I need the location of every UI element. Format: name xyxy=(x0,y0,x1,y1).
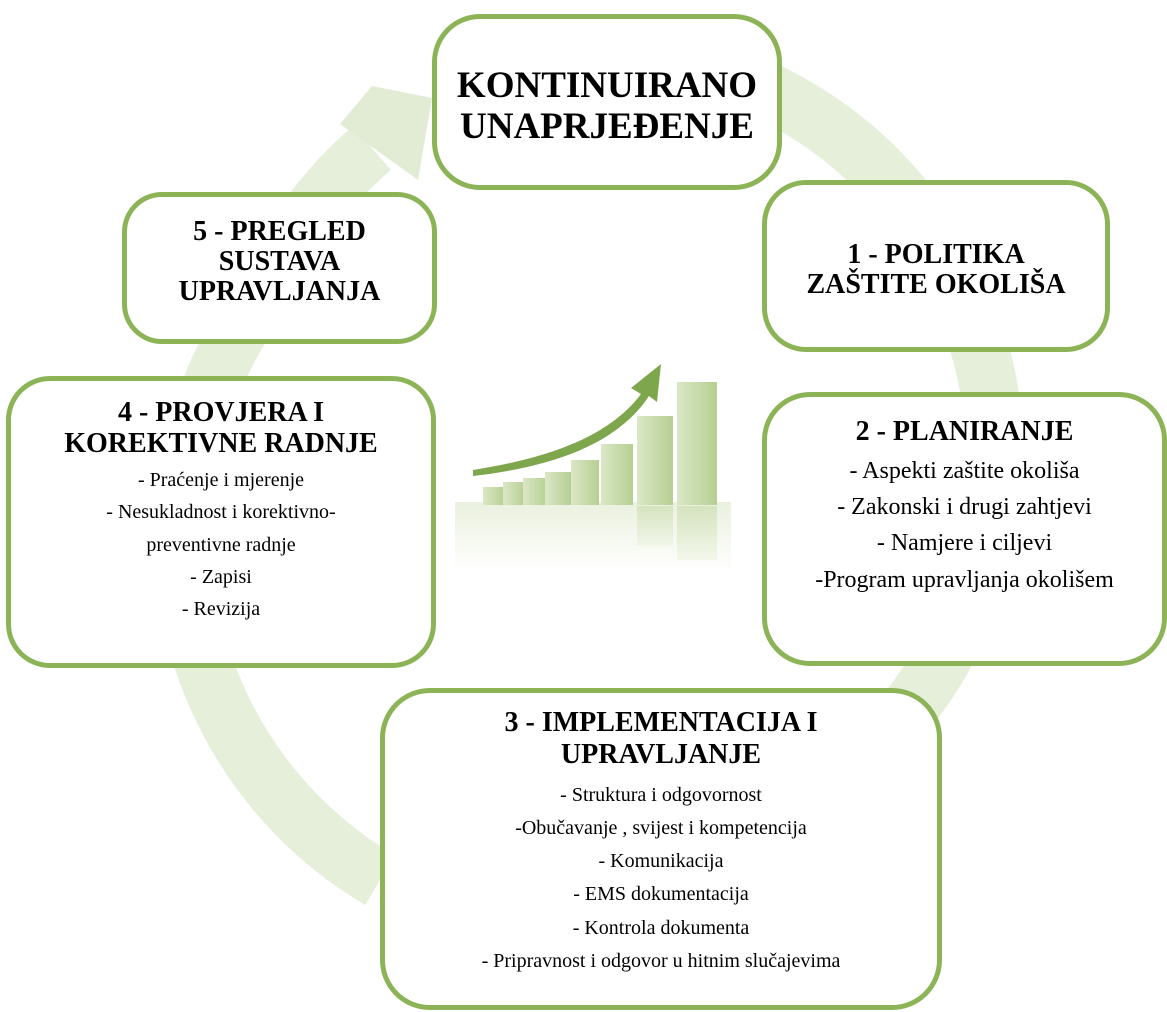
cycle-arrowhead xyxy=(340,86,432,180)
title-line: 5 - PREGLED xyxy=(193,216,366,247)
list-item: - Nesukladnost i korektivno- xyxy=(106,501,336,524)
list-item: - Zapisi xyxy=(190,565,252,588)
list-item: preventivne radnje xyxy=(146,533,296,556)
continuous-improvement-box: KONTINUIRANO UNAPRJEĐENJE xyxy=(432,14,782,190)
list-item: - Revizija xyxy=(181,598,261,621)
growth-arrow-icon xyxy=(473,364,661,476)
bar xyxy=(571,460,599,505)
step-3-list: - Struktura i odgovornost -Obučavanje , … xyxy=(385,779,937,978)
list-item: - Praćenje i mjerenje xyxy=(137,468,305,491)
continuous-improvement-title: KONTINUIRANO UNAPRJEĐENJE xyxy=(437,19,777,147)
step-3-implementation-box: 3 - IMPLEMENTACIJA I UPRAVLJANJE - Struk… xyxy=(380,688,942,1010)
bar xyxy=(601,444,633,505)
step-2-planning-box: 2 - PLANIRANJE - Aspekti zaštite okoliša… xyxy=(762,392,1167,666)
bar xyxy=(637,416,673,505)
list-item: - Kontrola dokumenta xyxy=(572,916,750,939)
bar xyxy=(503,482,525,505)
title-line: 3 - IMPLEMENTACIJA I xyxy=(504,707,818,738)
bar xyxy=(677,382,717,505)
title-line: ZAŠTITE OKOLIŠA xyxy=(806,269,1066,301)
list-item: - Zakonski i drugi zahtjevi xyxy=(837,494,1092,521)
bar xyxy=(483,487,505,505)
title-line: SUSTAVA xyxy=(218,246,341,278)
step-5-management-review-box: 5 - PREGLED SUSTAVA UPRAVLJANJA xyxy=(122,192,437,344)
list-item: - Komunikacija xyxy=(598,850,724,873)
title-line: KONTINUIRANO xyxy=(456,65,758,106)
step-2-title: 2 - PLANIRANJE xyxy=(855,416,1074,447)
title-line: KOREKTIVNE RADNJE xyxy=(64,428,378,460)
step-1-title: 1 - POLITIKA ZAŠTITE OKOLIŠA xyxy=(767,185,1105,300)
list-item: - Namjere i ciljevi xyxy=(876,530,1053,557)
list-item: - Struktura i odgovornost xyxy=(560,783,762,806)
step-5-title: 5 - PREGLED SUSTAVA UPRAVLJANJA xyxy=(127,197,432,308)
step-4-title: 4 - PROVJERA I KOREKTIVNE RADNJE xyxy=(11,381,431,460)
title-line: UPRAVLJANJA xyxy=(178,276,381,308)
step-2-list: - Aspekti zaštite okoliša - Zakonski i d… xyxy=(767,453,1162,593)
title-line: 1 - POLITIKA xyxy=(847,239,1025,270)
growth-chart-illustration xyxy=(455,364,731,572)
title-line: UPRAVLJANJE xyxy=(560,738,762,770)
bar xyxy=(545,472,571,505)
bar-reflection xyxy=(677,506,717,560)
title-line: 4 - PROVJERA I xyxy=(117,397,325,428)
title-line: UNAPRJEĐENJE xyxy=(460,105,754,147)
bar-reflection xyxy=(637,506,673,546)
step-3-title: 3 - IMPLEMENTACIJA I UPRAVLJANJE xyxy=(385,693,937,771)
growth-bars xyxy=(483,382,717,560)
list-item: - Pripravnost i odgovor u hitnim slučaje… xyxy=(481,949,841,972)
list-item: - Aspekti zaštite okoliša xyxy=(849,458,1080,485)
step-4-list: - Praćenje i mjerenje - Nesukladnost i k… xyxy=(11,464,431,626)
step-1-environmental-policy-box: 1 - POLITIKA ZAŠTITE OKOLIŠA xyxy=(762,180,1110,352)
list-item: -Obučavanje , svijest i kompetencija xyxy=(515,817,807,839)
list-item: - EMS dokumentacija xyxy=(573,883,749,906)
list-item: -Program upravljanja okolišem xyxy=(815,567,1114,594)
step-4-checking-corrective-box: 4 - PROVJERA I KOREKTIVNE RADNJE - Praće… xyxy=(6,376,436,668)
bar xyxy=(523,478,547,505)
